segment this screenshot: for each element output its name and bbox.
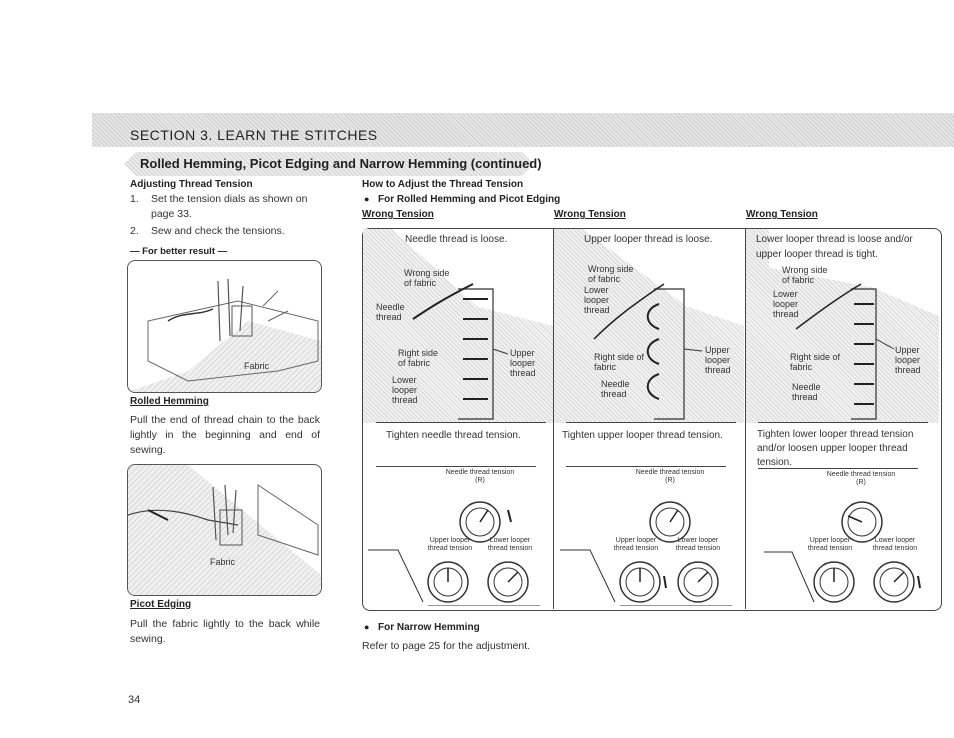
step1-text: Set the tension dials as shown on page 3… — [151, 193, 308, 220]
panel1-dial-top: Needle thread tension (R) — [445, 469, 515, 484]
panel1-label-upper: Upper looper thread — [510, 348, 536, 378]
rolled-hemming-text: Pull the end of thread chain to the back… — [130, 414, 320, 456]
panel3-problem: Lower looper thread is loose and/or uppe… — [756, 234, 913, 260]
narrow-bullet-icon: ● — [364, 622, 370, 632]
panel1-dials — [368, 501, 540, 606]
panel-divider-1 — [553, 228, 554, 609]
fig1-fabric-label: Fabric — [244, 361, 270, 371]
panel3-dial-right: Lower looper thread tension — [872, 537, 918, 552]
panel3-label-wrong-side: Wrong side of fabric — [782, 265, 828, 285]
panel3-separator — [758, 422, 928, 423]
subtitle: Rolled Hemming, Picot Edging and Narrow … — [140, 156, 542, 171]
panel2-dial-top: Needle thread tension (R) — [635, 469, 705, 484]
narrow-hemming-title: For Narrow Hemming — [378, 622, 480, 633]
picot-illustration — [128, 465, 321, 595]
panel2-label-wrong-side: Wrong side of fabric — [588, 264, 634, 284]
panel2-label-right-side: Right side of fabric — [594, 352, 645, 372]
panel1-dial-line — [376, 466, 536, 467]
panel1-stitch-illustration — [412, 283, 509, 420]
panel2-dials — [560, 501, 732, 606]
subtitle-banner — [124, 152, 534, 176]
rolled-picot-subheading: For Rolled Hemming and Picot Edging — [378, 194, 561, 205]
panel3-label-upper: Upper looper thread — [895, 345, 921, 375]
rolled-hem-illustration — [128, 278, 321, 392]
wrong-tension-label-3: Wrong Tension — [746, 209, 818, 220]
panel1-separator — [376, 422, 546, 423]
panel-divider-2 — [745, 228, 746, 609]
panel1-label-needle: Needle thread — [376, 302, 405, 322]
page-number: 34 — [128, 694, 141, 706]
bullet-icon: ● — [364, 194, 370, 204]
rolled-hemming-title: Rolled Hemming — [130, 396, 209, 407]
panel1-label-right-side: Right side of fabric — [398, 348, 439, 368]
narrow-hemming-text: Refer to page 25 for the adjustment. — [362, 640, 531, 652]
picot-figure — [127, 464, 322, 596]
rolled-hem-figure — [127, 260, 322, 393]
panel3-dial-line — [758, 468, 918, 469]
panel1-dial-right: Lower looper thread tension — [487, 537, 533, 552]
how-to-heading: How to Adjust the Thread Tension — [362, 179, 524, 190]
fig2-fabric-label: Fabric — [210, 557, 236, 567]
wrong-tension-label-1: Wrong Tension — [362, 209, 434, 220]
picot-edging-title: Picot Edging — [130, 599, 192, 610]
panel1-label-lower: Lower looper thread — [392, 375, 418, 405]
better-result: — For better result — — [130, 246, 228, 257]
panel2-dial-line — [566, 466, 726, 467]
panel2-label-needle: Needle thread — [601, 379, 630, 399]
panel1-fix: Tighten needle thread tension. — [386, 430, 521, 441]
step2-num: 2. — [130, 225, 139, 237]
panel2-dial-left: Upper looper thread tension — [613, 537, 659, 552]
adjusting-heading: Adjusting Thread Tension — [130, 179, 253, 190]
panel2-fix: Tighten upper looper thread tension. — [562, 430, 723, 441]
panel1-problem: Needle thread is loose. — [405, 234, 508, 245]
panel3-label-needle: Needle thread — [792, 382, 821, 402]
panel2-separator — [566, 422, 736, 423]
panel2-dial-right: Lower looper thread tension — [675, 537, 721, 552]
panel3-label-lower: Lower looper thread — [773, 289, 799, 319]
panel1-label-wrong-side: Wrong side of fabric — [404, 268, 450, 288]
step1-num: 1. — [130, 193, 139, 205]
panel2-label-lower: Lower looper thread — [584, 285, 610, 315]
panel2-stitch-illustration — [593, 283, 703, 420]
section-band — [92, 113, 954, 147]
panel3-dial-left: Upper looper thread tension — [807, 537, 853, 552]
section-title: SECTION 3. LEARN THE STITCHES — [130, 127, 378, 143]
panel2-label-upper: Upper looper thread — [705, 345, 731, 375]
panel2-problem: Upper looper thread is loose. — [584, 234, 713, 245]
tension-panels — [362, 228, 942, 611]
panel1-dial-left: Upper looper thread tension — [427, 537, 473, 552]
panel3-fix: Tighten lower looper thread tension and/… — [757, 429, 914, 468]
panel3-dial-top: Needle thread tension (R) — [826, 471, 896, 486]
panel3-stitch-illustration — [795, 283, 895, 420]
panel3-label-right-side: Right side of fabric — [790, 352, 841, 372]
panel3-dials — [764, 501, 921, 603]
picot-edging-text: Pull the fabric lightly to the back whil… — [130, 618, 320, 645]
wrong-tension-label-2: Wrong Tension — [554, 209, 626, 220]
step2-text: Sew and check the tensions. — [151, 225, 285, 237]
